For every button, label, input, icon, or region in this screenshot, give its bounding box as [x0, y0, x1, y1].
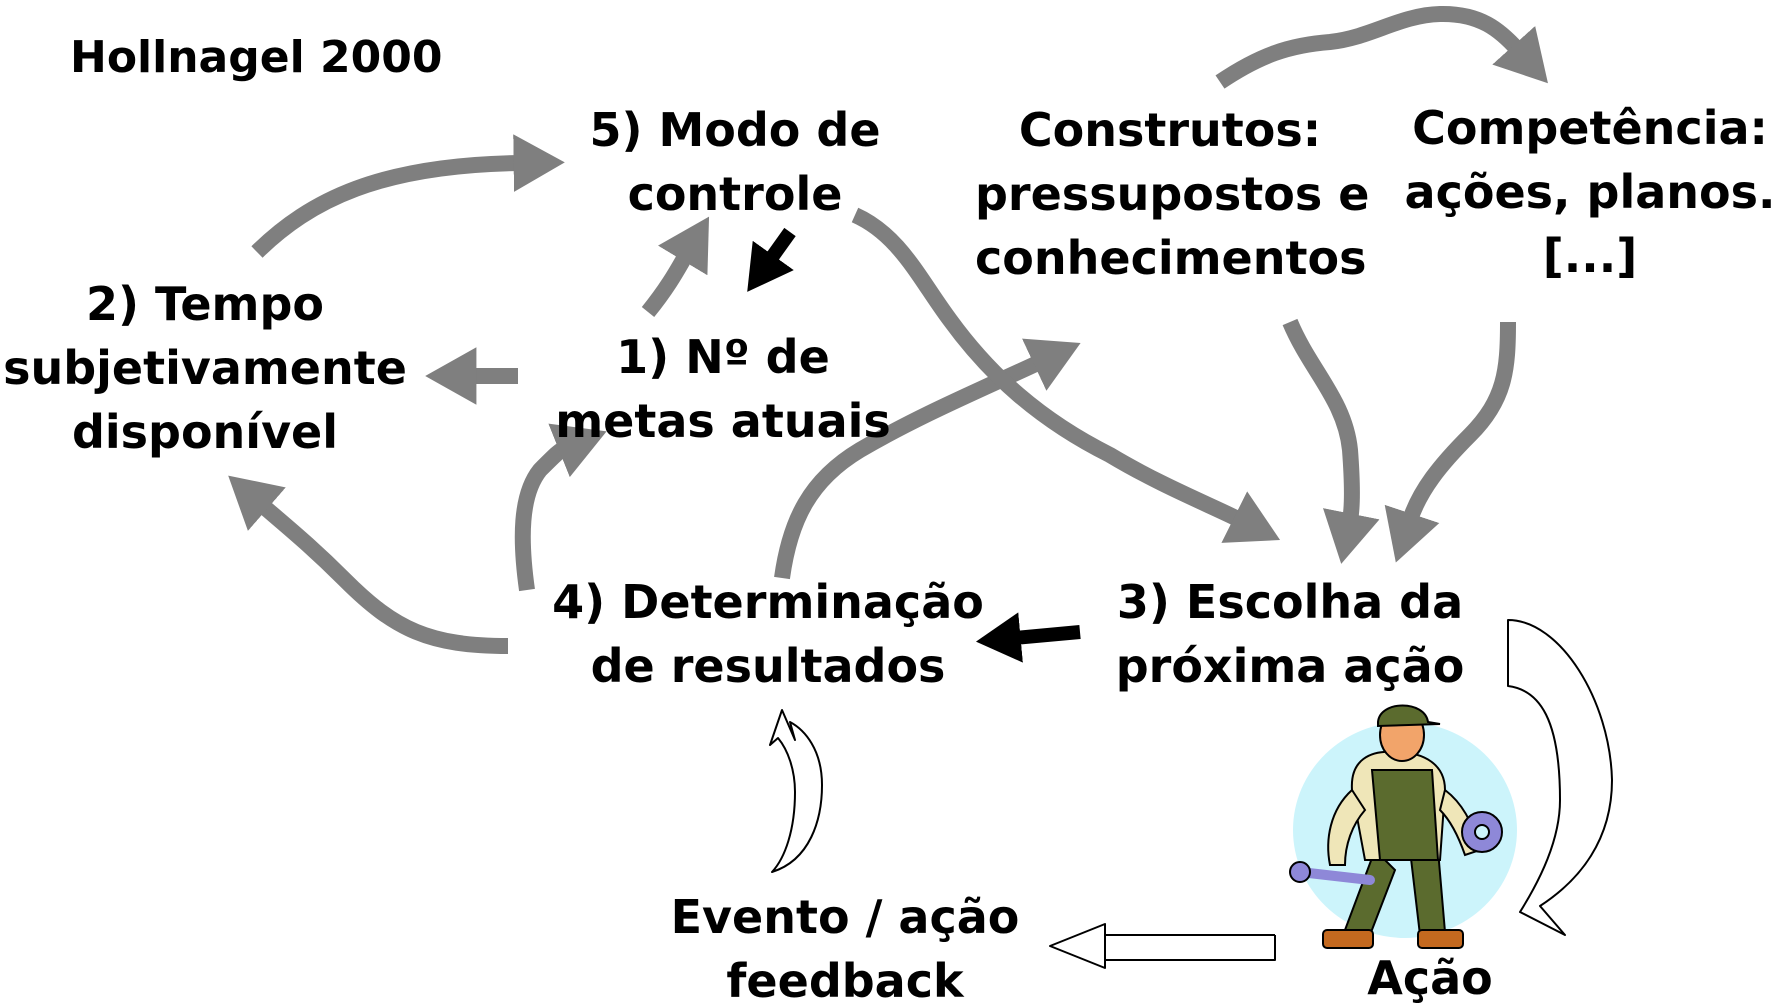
arrow-construtos-to-competencia [1215, 5, 1548, 89]
node-line: Competência: [1412, 101, 1768, 155]
arrow-evento-to-determinacao [769, 709, 823, 873]
node-construtos: Construtos: pressupostos e conhecimentos [975, 98, 1370, 290]
worker-icon [1289, 704, 1517, 949]
node-line: de resultados [590, 639, 946, 693]
node-line: controle [627, 167, 843, 221]
arrow-modo-to-metas [747, 227, 796, 292]
node-metas-atuais: 1) Nº de metas atuais [548, 325, 898, 453]
arrow-escolha-to-determinacao [975, 612, 1081, 663]
node-determinacao: 4) Determinação de resultados [548, 570, 988, 698]
arrow-acao-to-evento [1049, 923, 1276, 969]
arrow-tempo-to-modo [251, 134, 565, 258]
node-line: próxima ação [1115, 639, 1465, 693]
node-line: Evento / ação [670, 890, 1020, 944]
arrow-competencia-to-escolha [1384, 321, 1516, 563]
node-line: metas atuais [555, 394, 891, 448]
node-line: Construtos: [1018, 103, 1322, 157]
node-escolha: 3) Escolha da próxima ação [1100, 570, 1480, 698]
arrow-metas-to-modo [641, 216, 710, 318]
arrow-modo-to-escolha [851, 207, 1281, 543]
arrow-construtos-to-escolha [1282, 318, 1380, 564]
node-line: 2) Tempo [86, 277, 324, 331]
node-line: subjetivamente [3, 341, 407, 395]
node-line: conhecimentos [975, 231, 1367, 285]
node-line: 4) Determinação [552, 575, 984, 629]
node-line: pressupostos e [975, 167, 1370, 221]
arrow-determinacao-to-metas [514, 423, 607, 592]
node-evento: Evento / ação feedback [640, 885, 1050, 1005]
arrow-determinacao-to-construtos [774, 338, 1081, 580]
node-line: 1) Nº de [616, 330, 830, 384]
node-line: ações, planos. [1404, 165, 1776, 219]
node-line: disponível [71, 405, 339, 459]
node-line: [...] [1542, 229, 1638, 283]
node-line: 3) Escolha da [1116, 575, 1464, 629]
node-line: feedback [726, 954, 964, 1005]
node-modo-controle: 5) Modo de controle [585, 98, 885, 226]
node-line: 5) Modo de [589, 103, 881, 157]
node-competencia: Competência: ações, planos. [...] [1400, 96, 1780, 288]
arrow-determinacao-to-tempo [228, 475, 509, 654]
node-acao: Ação [1367, 951, 1493, 1005]
arrow-escolha-to-acao [1507, 619, 1613, 936]
node-tempo: 2) Tempo subjetivamente disponível [0, 272, 410, 464]
diagram-title: Hollnagel 2000 [70, 32, 443, 83]
